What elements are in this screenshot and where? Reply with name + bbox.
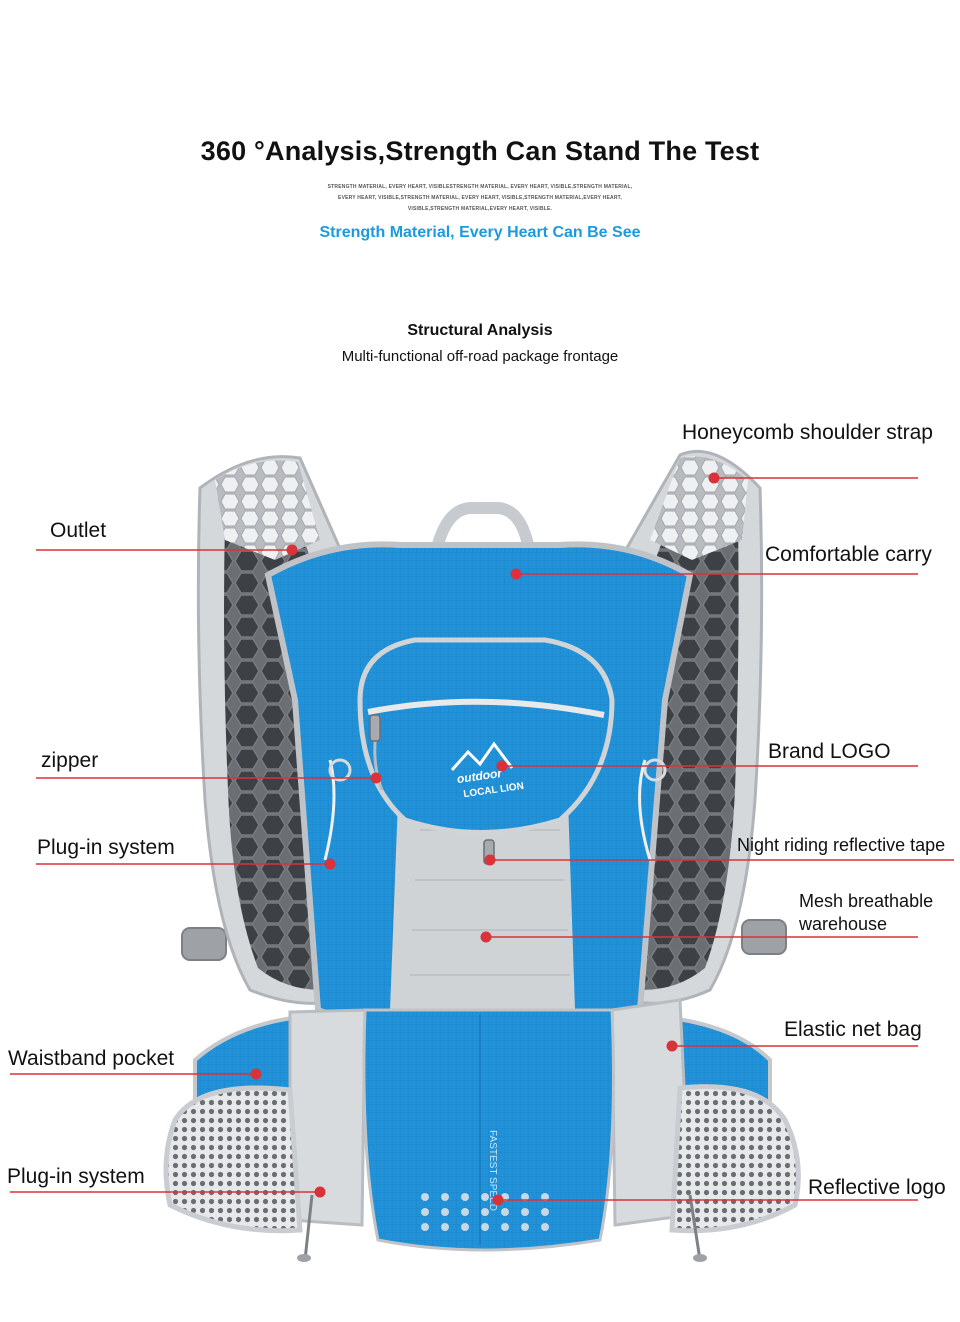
carry-handle (426, 502, 538, 581)
page-subtitle: Strength Material, Every Heart Can Be Se… (319, 224, 641, 241)
label-comfortable-carry: Comfortable carry (765, 543, 932, 566)
right-waist-pocket (669, 1084, 801, 1234)
left-waist-pocket (163, 1085, 303, 1234)
label-honeycomb-strap: Honeycomb shoulder strap (682, 421, 933, 444)
left-buckle (181, 927, 227, 961)
callout-dots (250, 472, 720, 1206)
lower-panel (362, 1008, 615, 1252)
fine-print-line-2: EVERY HEART, VISIBLE,STRENGTH MATERIAL, … (338, 195, 622, 201)
vertical-print: FASTEST SPEED (487, 1130, 498, 1211)
label-brand-logo: Brand LOGO (768, 740, 891, 763)
callout-lines (10, 477, 954, 1201)
label-mesh-breathable: Mesh breathable (799, 891, 934, 911)
label-reflective-logo: Reflective logo (808, 1176, 946, 1199)
fine-print-line-1: STRENGTH MATERIAL, EVERY HEART, VISIBLES… (327, 184, 633, 190)
label-night-riding-tape: Night riding reflective tape (737, 835, 946, 855)
logo-text-1: outdoor (456, 766, 504, 786)
label-elastic-net-bag: Elastic net bag (784, 1018, 922, 1041)
section-subtitle: Multi-functional off-road package fronta… (341, 348, 619, 365)
pocket-zipper (367, 698, 605, 718)
label-zipper: zipper (41, 749, 99, 772)
section-title: Structural Analysis (407, 322, 553, 339)
fine-print-line-3: VISIBLE,STRENGTH MATERIAL,EVERY HEART, V… (407, 206, 553, 212)
label-plugin-system-upper: Plug-in system (37, 836, 175, 859)
label-plugin-system-lower: Plug-in system (7, 1165, 145, 1188)
page-title: 360 °Analysis,Strength Can Stand The Tes… (200, 136, 760, 166)
label-waistband-pocket: Waistband pocket (8, 1047, 175, 1070)
label-outlet: Outlet (50, 519, 107, 542)
front-pocket (357, 637, 615, 835)
left-net-pocket (288, 1008, 367, 1227)
reflective-panel (390, 790, 575, 1010)
label-mesh-warehouse: warehouse (799, 914, 888, 934)
reflective-dots (421, 1193, 549, 1231)
